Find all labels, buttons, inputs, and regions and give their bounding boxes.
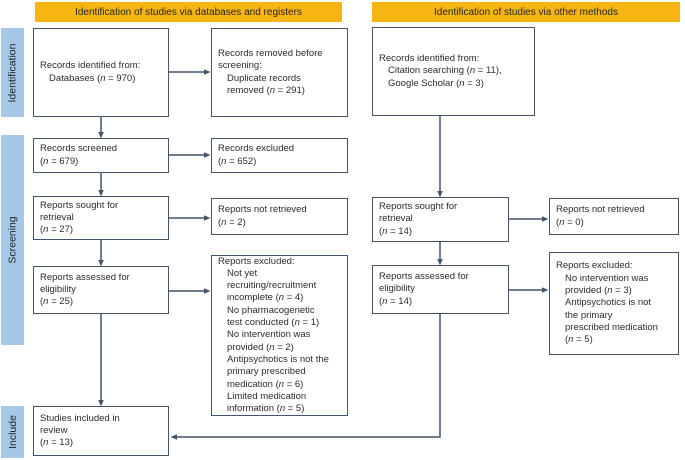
box-records-screened: Records screened(n = 679) xyxy=(33,138,169,173)
stage-label-identification: Identification xyxy=(1,28,24,117)
stage-label-include-text: Include xyxy=(6,415,19,449)
box-records-excluded: Records excluded(n = 652) xyxy=(211,138,348,173)
stage-label-screening-text: Screening xyxy=(6,216,19,264)
header-other-methods: Identification of studies via other meth… xyxy=(372,2,680,22)
stage-label-screening: Screening xyxy=(1,135,24,345)
box-reports-not-retrieved-other: Reports not retrieved(n = 0) xyxy=(549,198,679,235)
box-records-identified-other: Records identified from:Citation searchi… xyxy=(372,27,535,116)
box-reports-not-retrieved-databases: Reports not retrieved(n = 2) xyxy=(211,198,348,235)
header-databases-registers: Identification of studies via databases … xyxy=(35,2,342,22)
box-records-identified-databases: Records identified from:Databases (n = 9… xyxy=(33,28,169,117)
stage-label-include: Include xyxy=(1,406,24,458)
stage-label-identification-text: Identification xyxy=(6,43,19,102)
